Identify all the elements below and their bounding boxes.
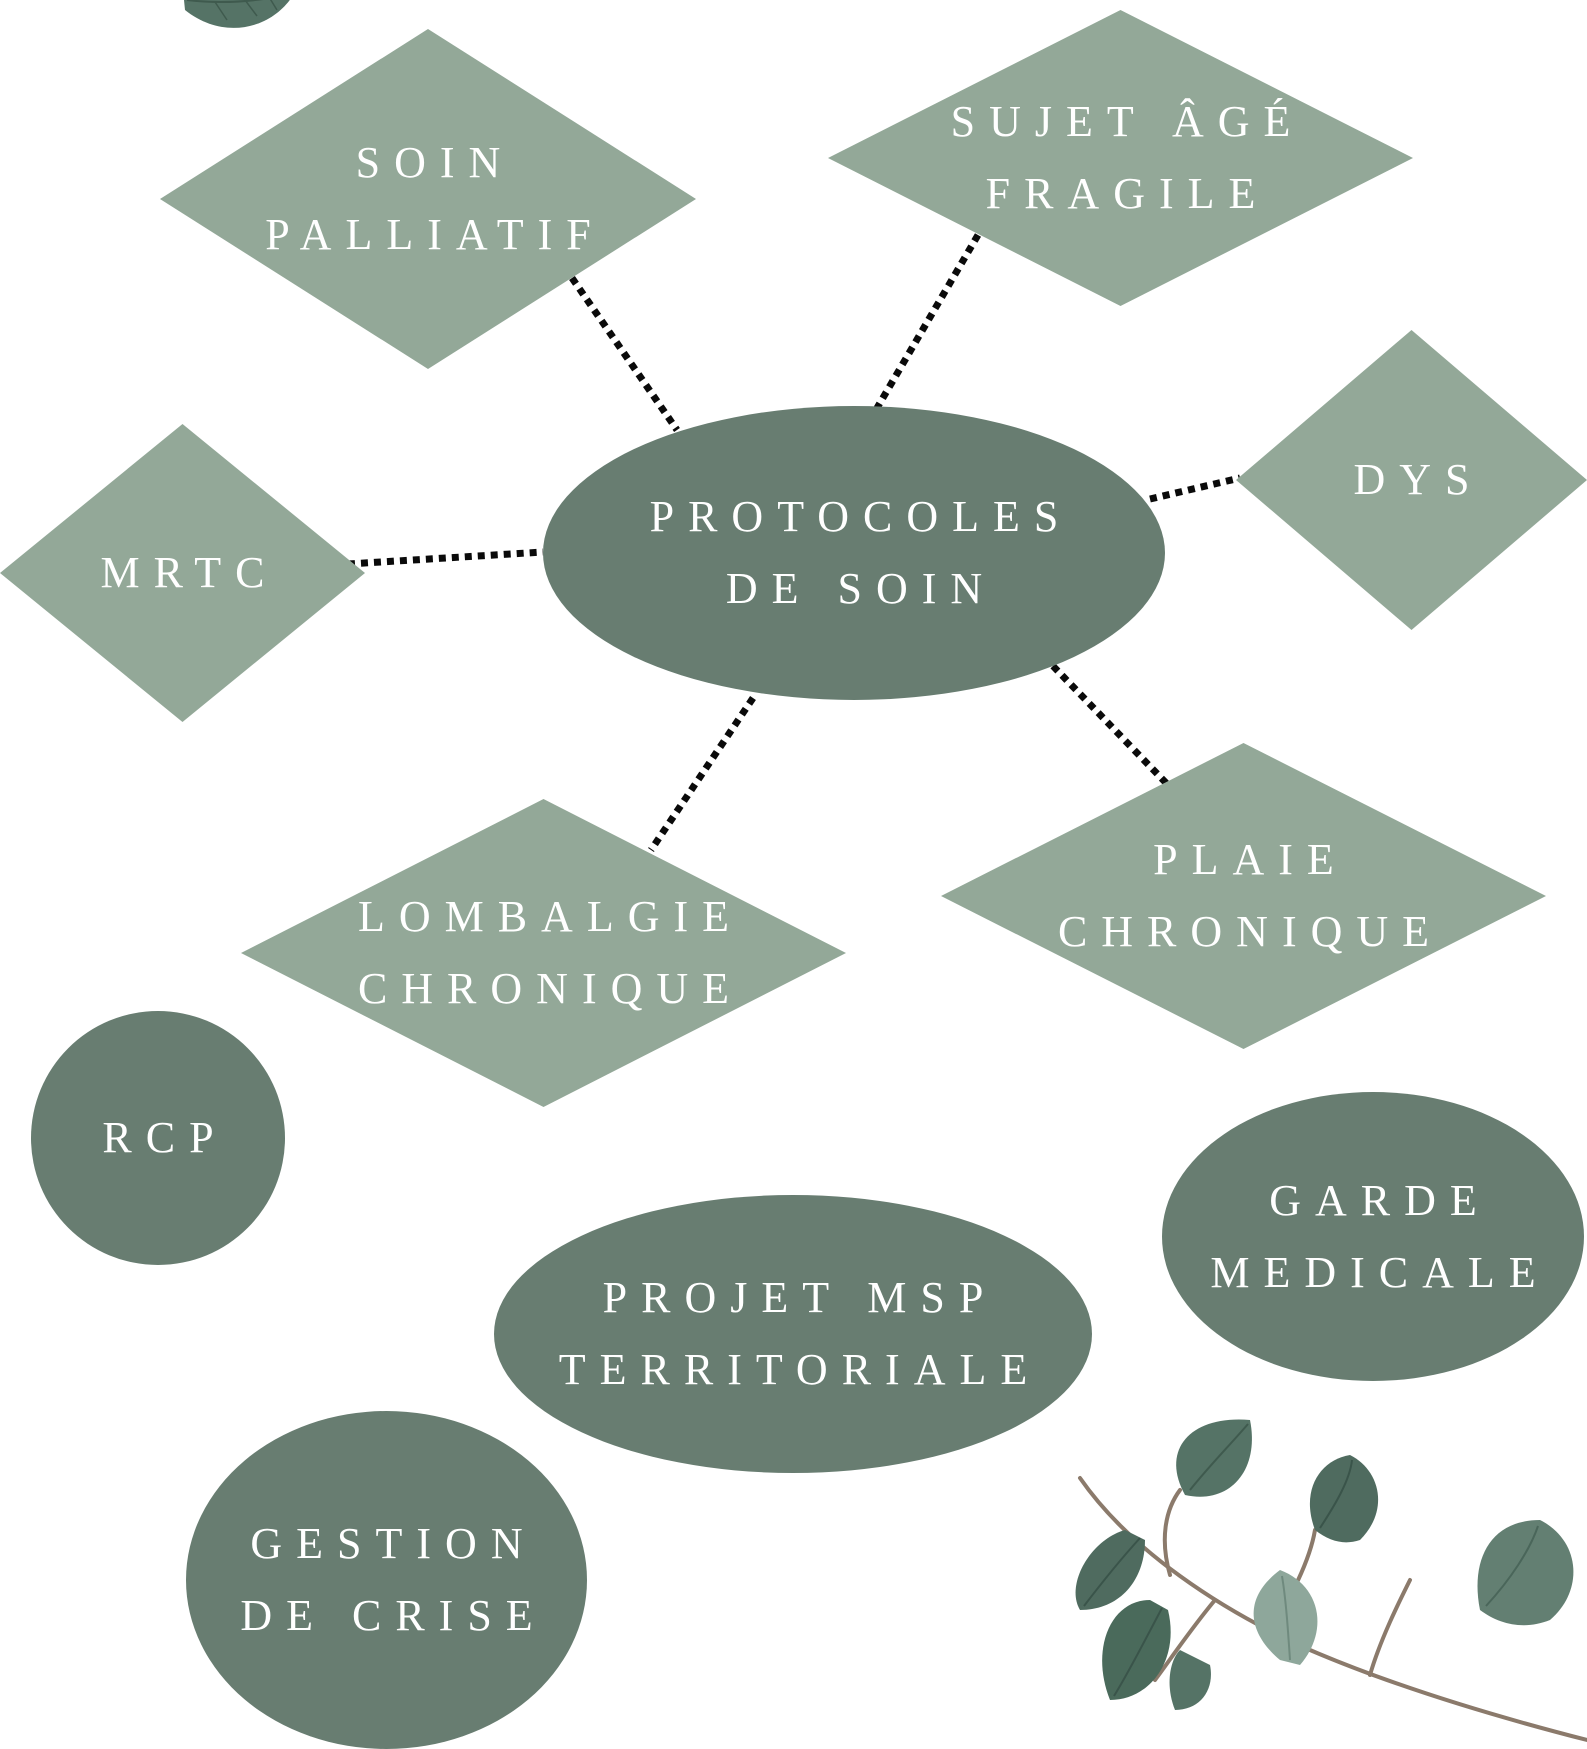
label-line-1: LOMBALGIE [357, 892, 744, 941]
label-line-2: MEDICALE [1210, 1247, 1550, 1297]
center-label: PROTOCOLES DE SOIN [636, 481, 1073, 625]
diamond-label: PLAIE CHRONIQUE [1044, 824, 1443, 968]
label-line-2: CHRONIQUE [357, 964, 744, 1013]
label-line-2: FRAGILE [985, 169, 1270, 218]
leaf-icon [1253, 1570, 1318, 1665]
label-line-1: DYS [1353, 455, 1484, 504]
link-dys [1149, 474, 1241, 503]
diamond-sujet-age-fragile[interactable]: SUJET ÂGÉ FRAGILE [828, 10, 1413, 306]
label-line-2: DE CRISE [240, 1591, 547, 1640]
ellipse-garde-medicale[interactable]: GARDE MEDICALE [1162, 1092, 1584, 1381]
ellipse-shape [1162, 1092, 1584, 1381]
leaf-icon [1169, 1650, 1211, 1710]
center-protocoles-de-soin[interactable]: PROTOCOLES DE SOIN [543, 406, 1165, 700]
branch-icon [1075, 1419, 1587, 1742]
label-line-2: TERRITORIALE [558, 1345, 1042, 1394]
ellipse-shape [186, 1411, 587, 1749]
label-line-1: PLAIE [1153, 835, 1348, 884]
diamond-plaie-chronique[interactable]: PLAIE CHRONIQUE [941, 743, 1546, 1049]
ellipse-projet-msp-territoriale[interactable]: PROJET MSP TERRITORIALE [494, 1195, 1092, 1473]
diamond-label: DYS [1339, 444, 1483, 516]
ellipse-shape [494, 1195, 1092, 1473]
label-line-1: SUJET ÂGÉ [950, 97, 1305, 146]
ellipse-label: PROJET MSP TERRITORIALE [545, 1262, 1042, 1406]
circle-label: RCP [88, 1102, 227, 1174]
leaf-icon [1102, 1600, 1171, 1700]
leaf-icon [1309, 1455, 1379, 1543]
diamond-mrtc[interactable]: MRTC [0, 424, 365, 722]
label-line-1: GESTION [250, 1519, 537, 1568]
diamond-label: LOMBALGIE CHRONIQUE [344, 881, 743, 1025]
leaf-icon [1075, 1530, 1145, 1610]
diamond-dys[interactable]: DYS [1236, 330, 1587, 630]
diamond-label: SUJET ÂGÉ FRAGILE [937, 86, 1305, 230]
leaf-icon [184, 0, 290, 28]
center-line-2: DE SOIN [725, 564, 997, 613]
label-line-2: CHRONIQUE [1057, 907, 1444, 956]
label-line-2: PALLIATIF [265, 210, 605, 259]
leaf-icon [1477, 1520, 1574, 1626]
ellipse-label: GESTION DE CRISE [226, 1508, 546, 1652]
diamond-lombalgie-chronique[interactable]: LOMBALGIE CHRONIQUE [241, 799, 846, 1107]
center-line-1: PROTOCOLES [649, 492, 1073, 541]
diamond-label: SOIN PALLIATIF [251, 127, 605, 271]
link-soin-palliatif [569, 276, 680, 432]
leaf-icon [1176, 1419, 1252, 1497]
center-ellipse-shape [543, 406, 1165, 700]
diamond-soin-palliatif[interactable]: SOIN PALLIATIF [160, 29, 696, 369]
label-line-1: PROJET MSP [602, 1273, 998, 1322]
link-lombalgie-chronique [648, 696, 756, 852]
label-line-1: GARDE [1269, 1175, 1491, 1225]
circle-rcp[interactable]: RCP [31, 1011, 285, 1265]
ellipse-label: GARDE MEDICALE [1196, 1165, 1549, 1309]
diamond-label: MRTC [86, 537, 278, 609]
ellipse-gestion-de-crise[interactable]: GESTION DE CRISE [186, 1411, 587, 1749]
label-line-1: RCP [102, 1113, 228, 1162]
link-mrtc [347, 548, 544, 568]
label-line-1: MRTC [100, 548, 279, 597]
link-plaie-chronique [1050, 663, 1171, 788]
circle-shape [31, 1011, 285, 1265]
label-line-1: SOIN [355, 138, 515, 187]
